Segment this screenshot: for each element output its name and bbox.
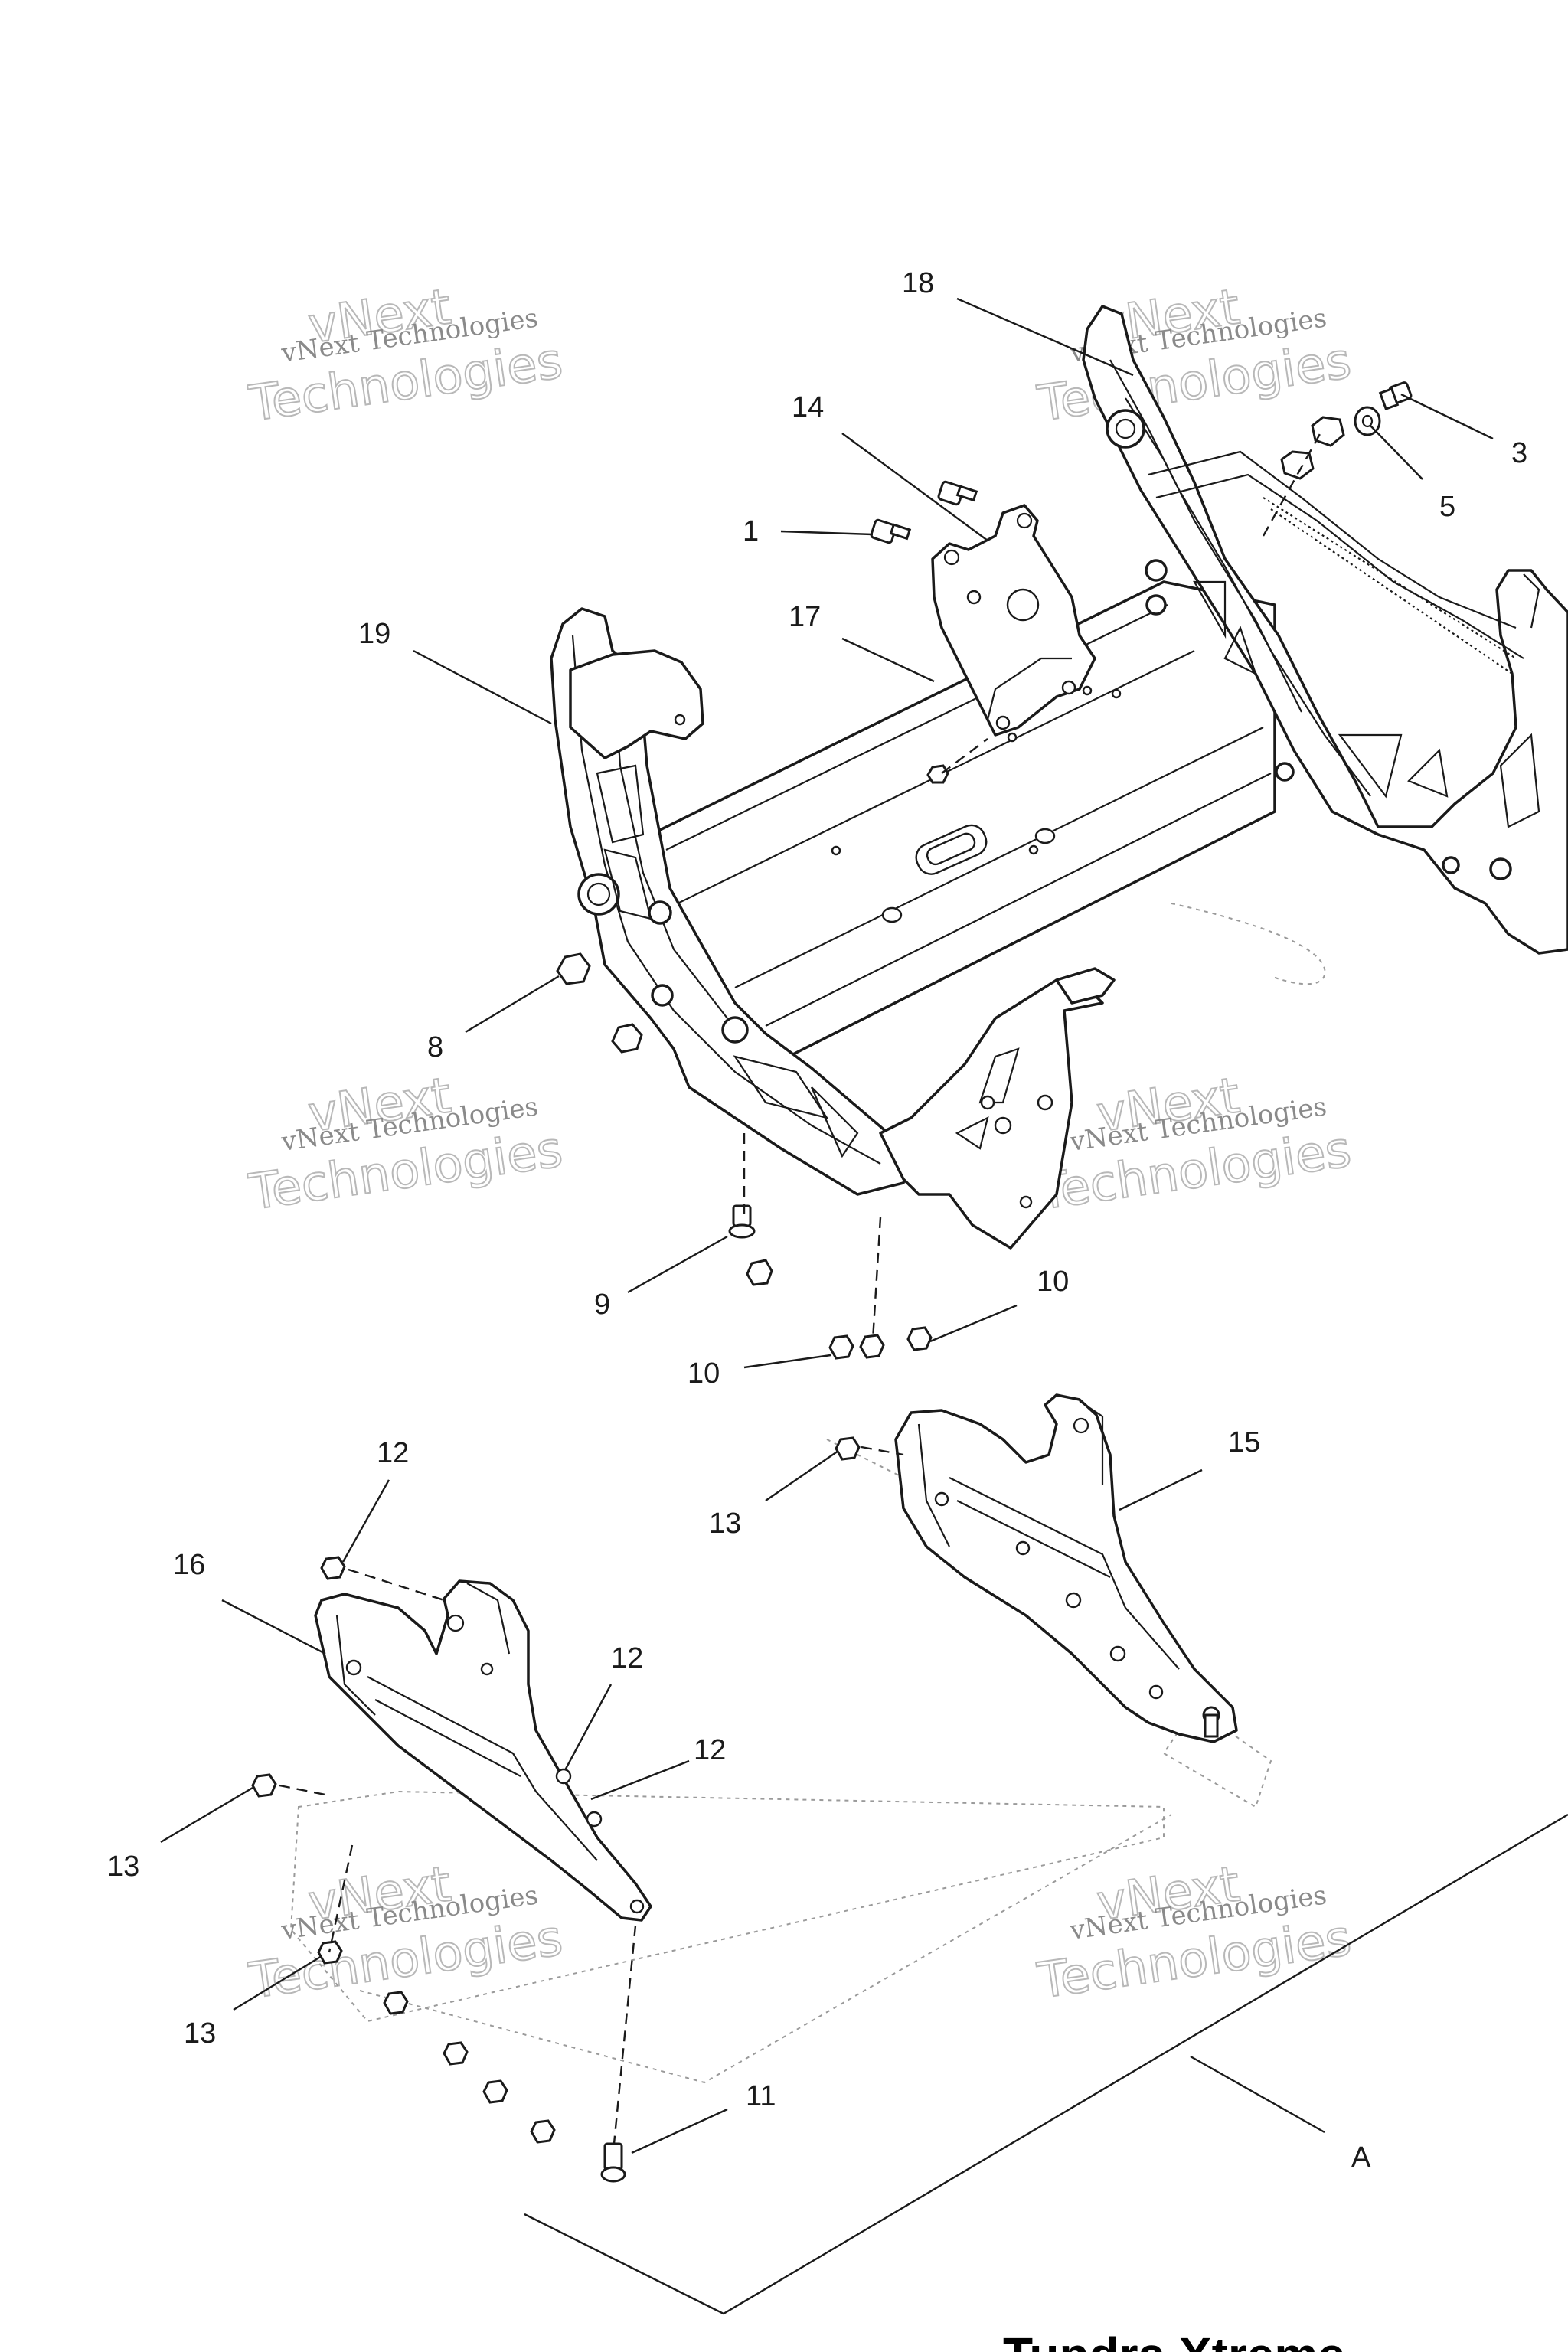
leader-lines <box>160 297 1494 2154</box>
right-rail-bracket <box>894 1393 1238 1743</box>
lower-bracket <box>879 978 1104 1250</box>
watermark: vNext vNext Technologies Technologies <box>1034 1067 1355 1222</box>
callout-label: 11 <box>746 2080 776 2112</box>
callout-label: 10 <box>688 1357 720 1390</box>
nut-icon <box>746 1259 773 1286</box>
nut-icon <box>1280 416 1345 480</box>
nut-icon <box>926 764 949 784</box>
nut-icon <box>320 1556 346 1580</box>
bolt-icon <box>1378 381 1413 410</box>
callout-label: 5 <box>1439 491 1455 523</box>
bracket-14 <box>931 504 1096 743</box>
nut-icon <box>835 1436 861 1461</box>
callout-label: A <box>1351 2141 1371 2174</box>
side-pad <box>569 649 704 760</box>
nut-icon <box>530 2119 556 2144</box>
bolt-icon <box>600 2142 626 2183</box>
callout-label: 12 <box>694 1734 726 1766</box>
nut-icon <box>482 2079 508 2104</box>
left-rail-bracket <box>314 1579 652 1922</box>
watermark: vNext vNext Technologies Technologies <box>1034 1855 1355 2011</box>
callout-label: 8 <box>427 1031 443 1063</box>
callout-label: 13 <box>709 1508 741 1540</box>
callout-label: 19 <box>358 618 390 650</box>
callout-label: 12 <box>611 1642 643 1674</box>
watermark: vNext vNext Technologies Technologies <box>245 1855 567 2011</box>
right-side-plate <box>1082 305 1568 955</box>
bracket-15 <box>894 1393 1238 1743</box>
bolt-icon <box>728 1204 756 1239</box>
reference-plane <box>524 1813 1568 2315</box>
mount-bracket <box>931 504 1096 737</box>
watermark: vNext vNext Technologies Technologies <box>245 1067 567 1222</box>
nut-icon <box>251 1773 277 1798</box>
callout-label: 18 <box>902 267 934 299</box>
callout-label: 3 <box>1511 437 1527 469</box>
nut-icon <box>859 1334 885 1359</box>
model-title: Tundra Xtreme <box>1003 2328 1345 2352</box>
bolt-icon <box>937 480 978 506</box>
bracket-16 <box>314 1579 652 1922</box>
nut-icon <box>611 1023 643 1054</box>
callout-labels: 18 14 3 5 1 19 17 8 9 10 10 12 15 13 16 … <box>107 267 1527 2174</box>
callout-label: 13 <box>184 2017 216 2050</box>
nut-icon <box>556 952 591 985</box>
callout-label: 13 <box>107 1851 139 1883</box>
nut-icon <box>828 1334 854 1360</box>
callout-label: 10 <box>1037 1266 1069 1298</box>
watermark: vNext vNext Technologies Technologies <box>245 278 567 433</box>
callout-label: 15 <box>1228 1426 1260 1459</box>
callout-label: 14 <box>792 391 824 423</box>
nut-icon <box>906 1326 933 1351</box>
frame-assembly <box>550 305 1568 1250</box>
hardware <box>251 381 1413 2183</box>
callout-label: 12 <box>377 1437 409 1469</box>
callout-label: 16 <box>173 1549 205 1581</box>
nut-icon <box>443 2041 469 2066</box>
callout-label: 9 <box>594 1289 610 1321</box>
callout-label: 1 <box>743 515 759 547</box>
bolt-icon <box>870 518 912 544</box>
callout-label: 17 <box>789 601 821 633</box>
assembly-lines <box>279 432 1322 2145</box>
nut-icon <box>383 1991 409 2015</box>
